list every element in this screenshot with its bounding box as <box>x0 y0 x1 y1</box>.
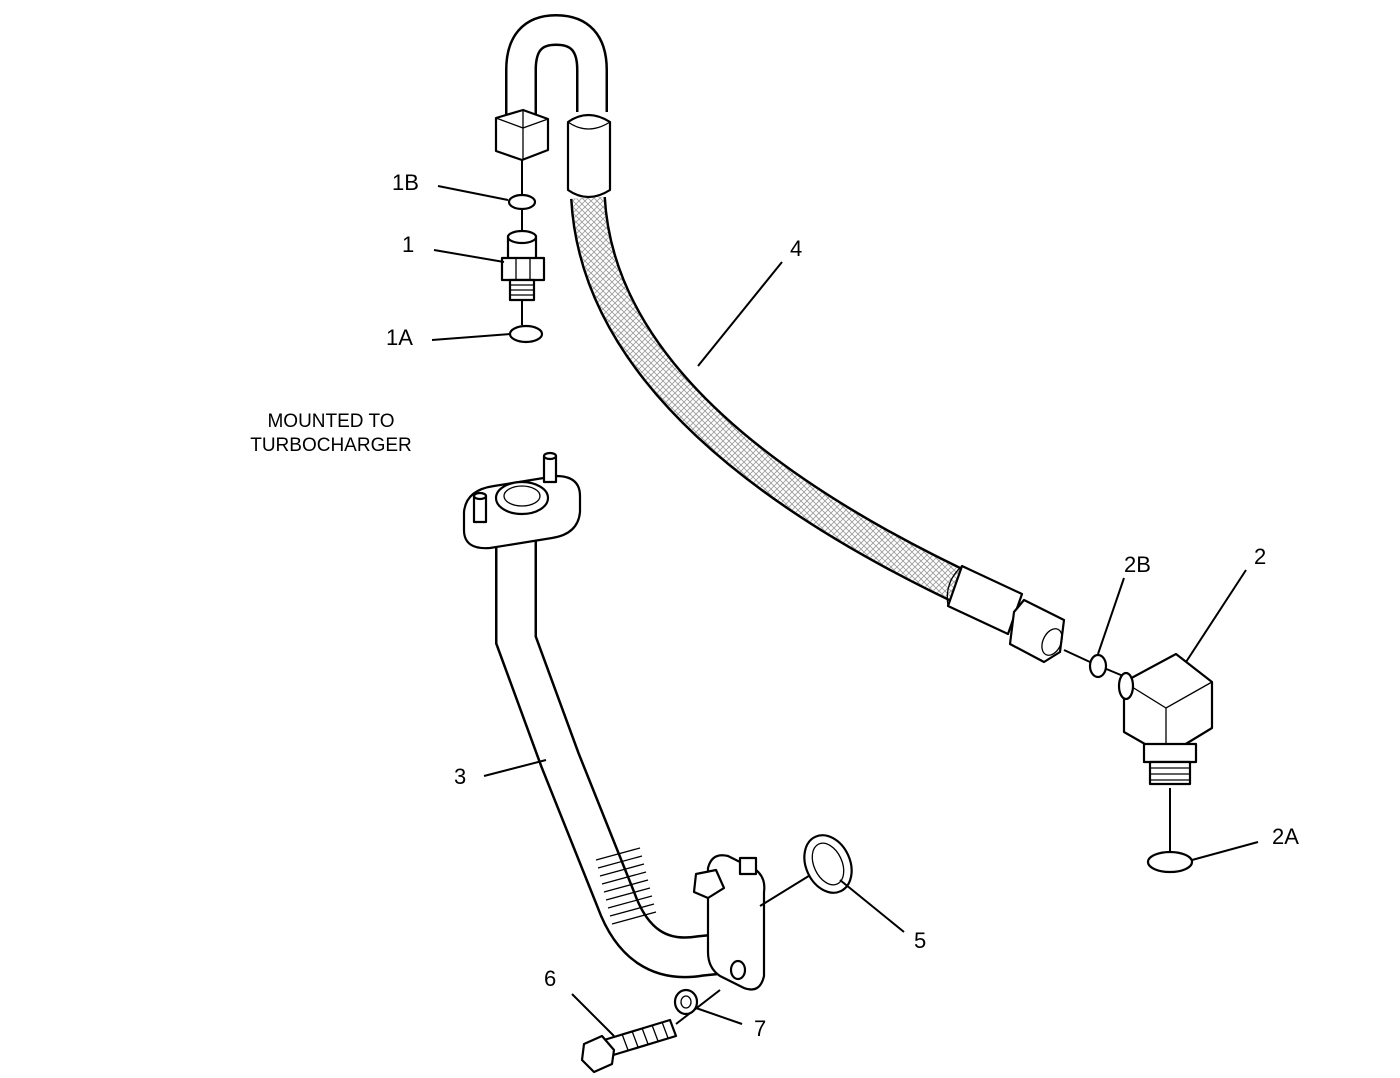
note-line-2: TURBOCHARGER <box>250 435 412 456</box>
callout-2b: 2B <box>1124 552 1151 577</box>
elbow-part-2 <box>1063 649 1214 874</box>
callout-4: 4 <box>790 236 803 261</box>
adapter-part-1 <box>500 160 546 344</box>
callout-2a: 2A <box>1272 824 1299 849</box>
callout-6: 6 <box>544 966 557 991</box>
callout-1b: 1B <box>392 170 419 195</box>
o-ring-2a <box>1146 850 1194 874</box>
callout-3: 3 <box>454 764 467 789</box>
callout-1: 1 <box>402 232 415 257</box>
washer-part-7 <box>673 988 699 1016</box>
callout-2: 2 <box>1254 544 1267 569</box>
o-ring-2b <box>1088 653 1108 679</box>
bolt-part-6 <box>580 989 721 1074</box>
gasket-part-5 <box>759 834 853 907</box>
drain-tube-part-3 <box>462 451 766 991</box>
leader-lines <box>431 185 1259 1037</box>
callout-5: 5 <box>914 928 927 953</box>
callout-7: 7 <box>754 1016 767 1041</box>
note-line-1: MOUNTED TO <box>267 411 395 432</box>
callout-1a: 1A <box>386 325 413 350</box>
o-ring-1b <box>507 193 537 211</box>
o-ring-1a <box>508 324 544 344</box>
hose-assembly-part-4 <box>494 13 1066 664</box>
mounting-note: MOUNTED TO TURBOCHARGER <box>236 410 426 458</box>
